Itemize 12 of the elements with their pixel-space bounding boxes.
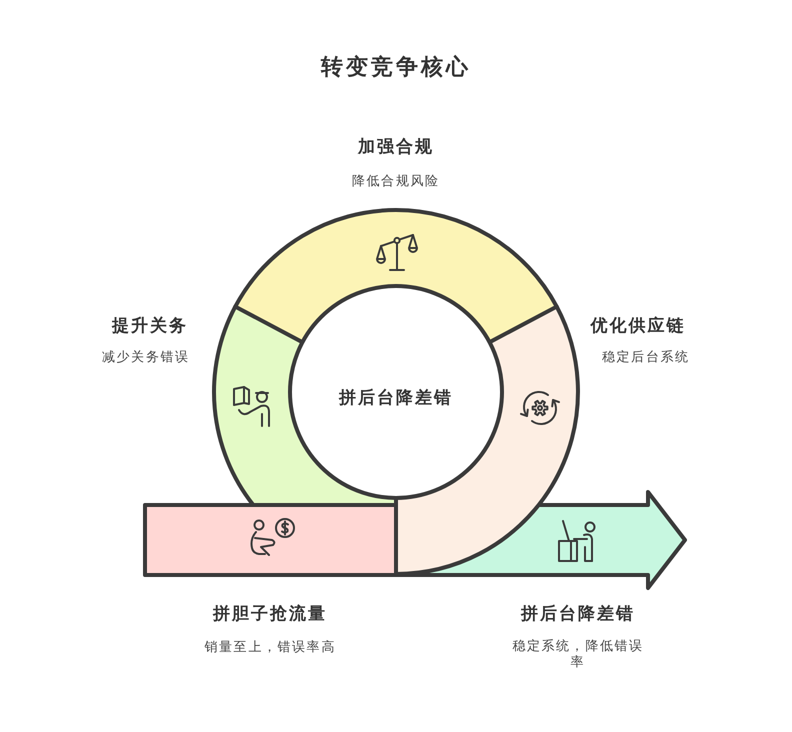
- heading: 拼后台降差错: [521, 603, 635, 625]
- title: 转变竞争核心: [321, 54, 471, 82]
- heading: 拼胆子抢流量: [213, 603, 327, 625]
- description: 减少关务错误: [102, 350, 190, 366]
- label: 拼后台降差错: [339, 387, 453, 409]
- heading: 加强合规: [358, 136, 434, 158]
- description: 稳定后台系统: [602, 350, 690, 366]
- description: 销量至上，错误率高: [204, 640, 336, 656]
- heading: 优化供应链: [590, 315, 686, 337]
- description: 稳定系统，降低错误率: [511, 639, 645, 671]
- heading: 提升关务: [112, 315, 188, 337]
- description: 降低合规风险: [352, 174, 440, 190]
